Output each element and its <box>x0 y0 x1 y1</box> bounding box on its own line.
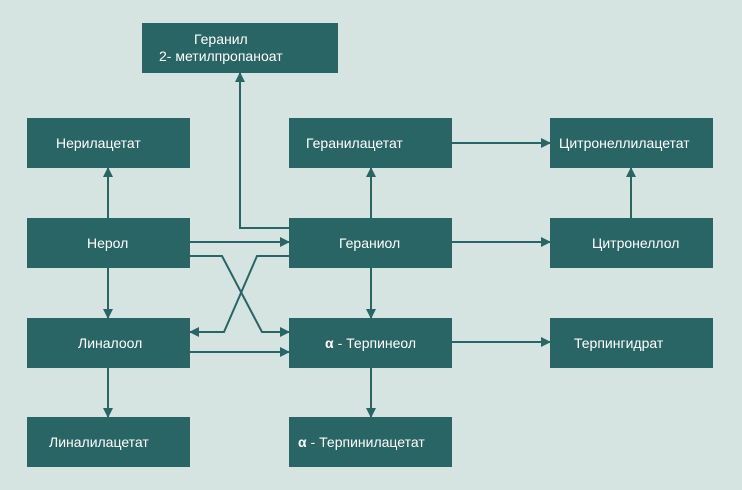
node-geranyl-methylpropanoate-line1: Геранил <box>194 31 248 47</box>
node-geranylacetate: Геранилацетат <box>289 118 452 168</box>
edge-nerol-to-terpineol <box>190 255 290 337</box>
node-alpha-terpineol: α - Терпинеол <box>289 318 452 368</box>
node-alpha-terpinylacetate-label: - Терпинилацетат <box>310 434 425 450</box>
node-linalylacetate: Линалилацетат <box>27 417 190 467</box>
node-citronellol-label: Цитронеллол <box>592 235 680 251</box>
node-linalylacetate-label: Линалилацетат <box>49 434 149 450</box>
node-alpha-terpineol-label: - Терпинеол <box>337 335 417 351</box>
node-linalool-label: Линалоол <box>78 335 143 351</box>
node-geranylacetate-label: Геранилацетат <box>306 135 403 151</box>
node-terpinhydrate: Терпингидрат <box>550 318 713 368</box>
node-alpha-terpinylacetate: α - Терпинилацетат <box>289 417 452 467</box>
node-nerol: Нерол <box>27 218 190 268</box>
alpha-symbol: α <box>298 434 307 450</box>
node-nerylacetate-label: Нерилацетат <box>56 135 141 151</box>
node-geraniol: Гераниол <box>289 218 452 268</box>
node-nerylacetate: Нерилацетат <box>27 118 190 168</box>
edge-geraniol-to-linalool <box>189 255 289 337</box>
node-geraniol-label: Гераниол <box>339 235 401 251</box>
alpha-symbol: α <box>325 335 334 351</box>
node-terpinhydrate-label: Терпингидрат <box>574 335 664 351</box>
node-nerol-label: Нерол <box>87 235 129 251</box>
edge-geraniol-to-geranyl-methylpropanoate <box>235 72 289 229</box>
node-citronellylacetate: Цитронеллилацетат <box>550 118 713 168</box>
node-citronellol: Цитронеллол <box>550 218 713 268</box>
node-citronellylacetate-label: Цитронеллилацетат <box>559 135 690 151</box>
node-geranyl-methylpropanoate-line2: 2- метилпропаноат <box>159 48 283 64</box>
node-linalool: Линалоол <box>27 318 190 368</box>
node-geranyl-methylpropanoate: Геранил 2- метилпропаноат <box>142 23 338 73</box>
